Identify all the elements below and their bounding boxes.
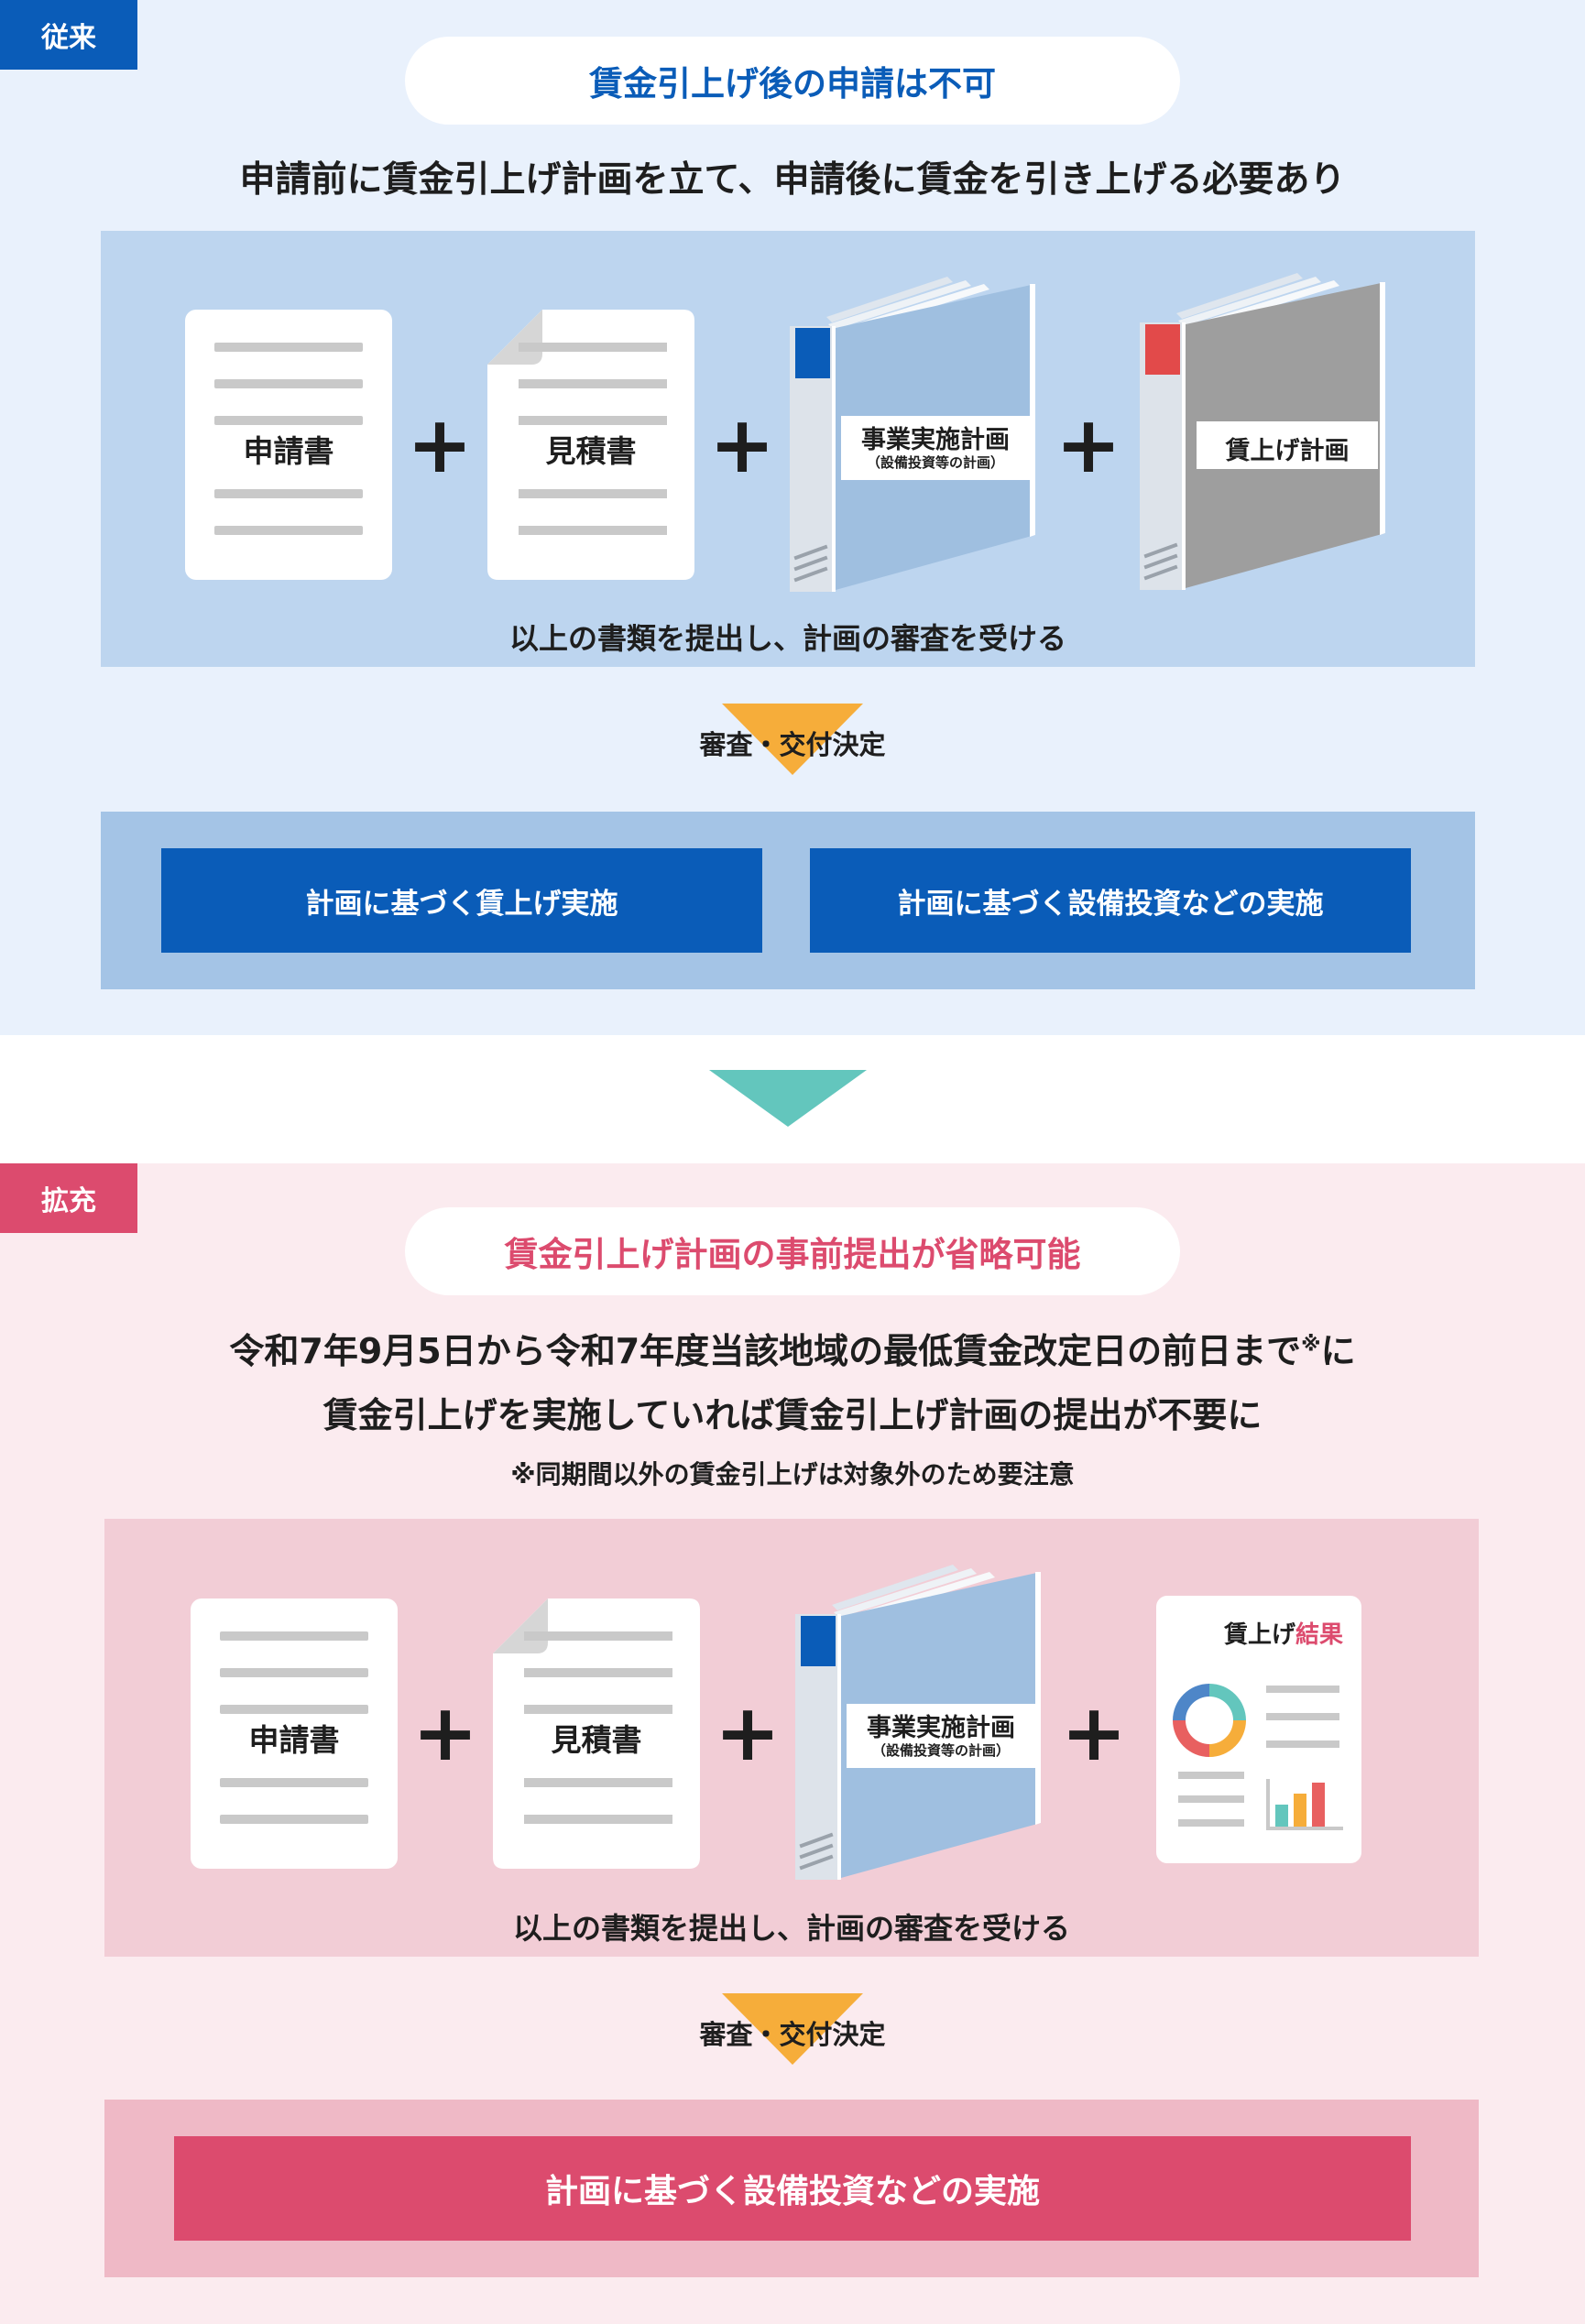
- plus-icon: +: [1055, 399, 1122, 491]
- arrow-down-icon: [709, 1070, 867, 1127]
- plus-icon: +: [406, 399, 474, 491]
- plus-icon: +: [1060, 1687, 1128, 1779]
- wage-plan-book: 賃上げ計画: [1140, 267, 1389, 594]
- plus-icon: +: [411, 1687, 479, 1779]
- application-form-doc: 申請書: [191, 1598, 398, 1869]
- conventional-tag: 従来: [0, 0, 137, 70]
- arrow-down-icon: [722, 704, 863, 775]
- equipment-investment-action: 計画に基づく設備投資などの実施: [810, 848, 1411, 953]
- business-plan-book: 事業実施計画 （設備投資等の計画）: [790, 271, 1039, 594]
- expanded-lead-text: 令和7年9月5日から令和7年度当該地域の最低賃金改定日の前日まで: [229, 1331, 1302, 1371]
- plus-icon: +: [714, 1687, 782, 1779]
- wage-result-doc: 賃上げ結果: [1156, 1596, 1361, 1863]
- application-form-label: 申請書: [243, 433, 334, 469]
- wage-result-suffix: 結果: [1295, 1621, 1343, 1649]
- expanded-lead-line1: 令和7年9月5日から令和7年度当該地域の最低賃金改定日の前日まで※に: [0, 1323, 1585, 1373]
- application-form-label: 申請書: [248, 1722, 340, 1758]
- conventional-lead: 申請前に賃金引上げ計画を立て、申請後に賃金を引き上げる必要あり: [239, 159, 1346, 201]
- conventional-decision: 審査・交付決定: [699, 729, 886, 760]
- business-plan-title: 事業実施計画: [861, 426, 1010, 454]
- expanded-tag: 拡充: [0, 1163, 137, 1233]
- wage-increase-action: 計画に基づく賃上げ実施: [161, 848, 762, 953]
- estimate-doc: 見積書: [493, 1598, 700, 1869]
- conventional-caption: 以上の書類を提出し、計画の審査を受ける: [508, 621, 1066, 656]
- expanded-lead-line2: 賃金引上げを実施していれば賃金引上げ計画の提出が不要に: [322, 1395, 1263, 1435]
- binder-grey-icon: [1140, 273, 1385, 590]
- wage-result-title: 賃上げ結果: [1156, 1616, 1361, 1650]
- expanded-lead-end: に: [1320, 1331, 1356, 1371]
- plus-icon: +: [708, 399, 776, 491]
- wage-result-prefix: 賃上げ: [1223, 1621, 1295, 1649]
- binder-blue-icon: [790, 277, 1035, 592]
- folded-document-icon: [493, 1598, 700, 1869]
- business-plan-subtitle: （設備投資等の計画）: [871, 1742, 1010, 1759]
- business-plan-book: 事業実施計画 （設備投資等の計画）: [795, 1559, 1044, 1882]
- wage-plan-title: 賃上げ計画: [1225, 437, 1350, 465]
- business-plan-subtitle: （設備投資等の計画）: [866, 454, 1004, 471]
- folded-document-icon: [487, 310, 694, 580]
- conventional-headline: 賃金引上げ後の申請は不可: [405, 37, 1180, 125]
- equipment-investment-action: 計画に基づく設備投資などの実施: [174, 2136, 1411, 2241]
- donut-chart-icon: [1173, 1684, 1246, 1757]
- estimate-label: 見積書: [545, 433, 637, 469]
- estimate-label: 見積書: [551, 1722, 642, 1758]
- expanded-note: ※同期間以外の賃金引上げは対象外のため要注意: [510, 1459, 1075, 1489]
- arrow-down-icon: [722, 1993, 863, 2065]
- application-form-doc: 申請書: [185, 310, 392, 580]
- report-graphics: [1173, 1684, 1343, 1830]
- expanded-caption: 以上の書類を提出し、計画の審査を受ける: [512, 1911, 1070, 1946]
- footnote-mark: ※: [1301, 1333, 1321, 1357]
- expanded-decision: 審査・交付決定: [699, 2019, 886, 2050]
- bar-chart-icon: [1266, 1779, 1343, 1830]
- binder-blue-icon: [795, 1565, 1041, 1880]
- estimate-doc: 見積書: [487, 310, 694, 580]
- expanded-headline: 賃金引上げ計画の事前提出が省略可能: [405, 1207, 1180, 1295]
- business-plan-title: 事業実施計画: [867, 1714, 1015, 1742]
